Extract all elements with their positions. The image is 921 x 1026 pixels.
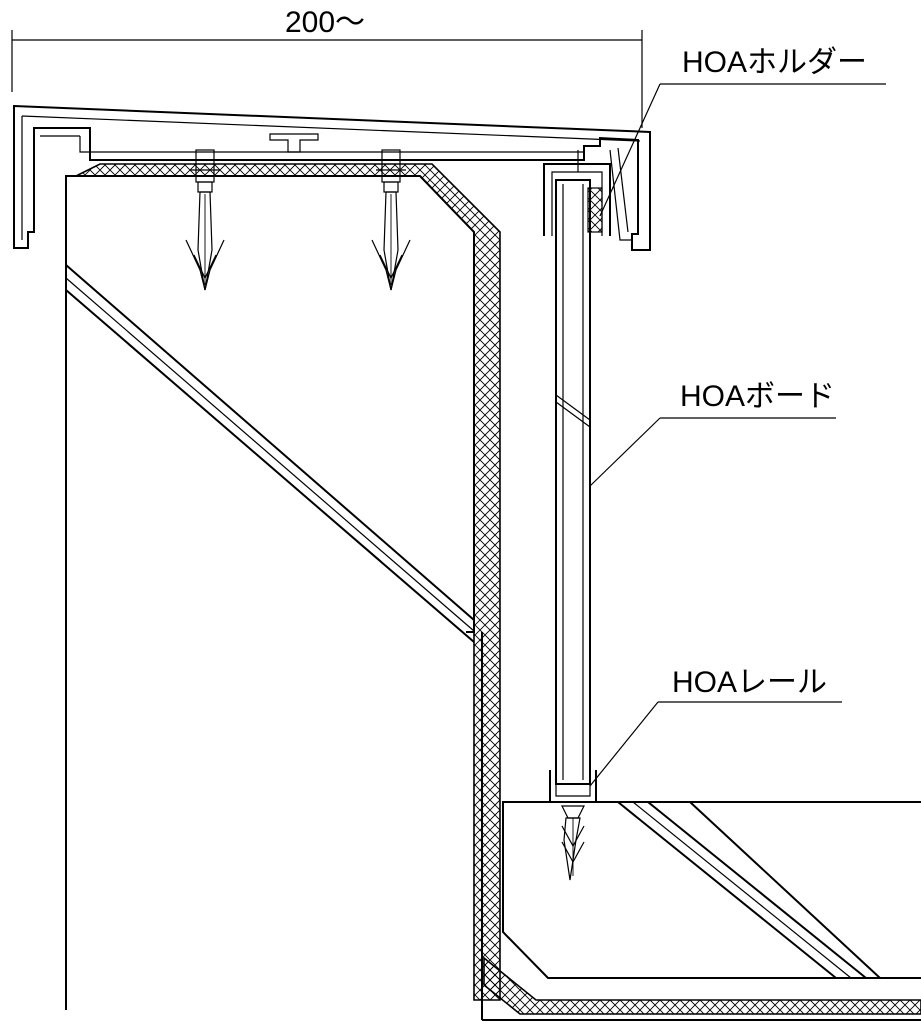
parapet-wall	[65, 175, 475, 1010]
waterproof-layer	[75, 163, 921, 1015]
coping-cap	[13, 104, 651, 251]
leader-rail	[589, 701, 842, 787]
roof-slab	[481, 632, 921, 1021]
anchor-bolt-right	[371, 149, 411, 291]
label-hoa-holder: HOAホルダー	[682, 46, 867, 79]
hoa-holder	[543, 150, 611, 236]
label-hoa-board: HOAボード	[680, 380, 835, 413]
leader-board	[589, 417, 836, 487]
hoa-rail	[549, 770, 597, 881]
label-hoa-rail: HOAレール	[672, 666, 827, 699]
anchor-bolt-left	[185, 149, 225, 291]
leader-holder	[599, 83, 886, 217]
dimension-line	[11, 30, 643, 128]
dimension-label: 200～	[285, 6, 365, 39]
hoa-board	[555, 179, 591, 785]
